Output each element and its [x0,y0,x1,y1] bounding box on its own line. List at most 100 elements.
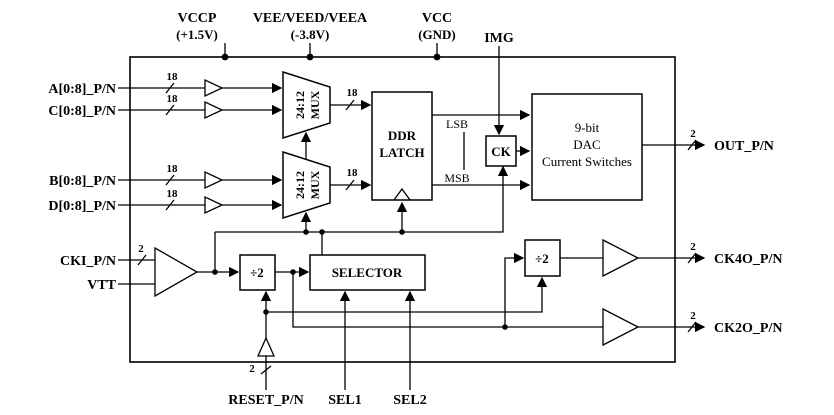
ddr-latch-line1: DDR [388,128,417,143]
input-b: B[0:8]_P/N 18 [49,163,283,190]
ck2o-bus-width: 2 [690,310,696,322]
ck-block: CK [485,135,531,167]
vtt-label: VTT [87,278,116,293]
ddr-latch-shape [371,91,433,201]
ddr-latch-line2: LATCH [379,145,424,160]
cki-label: CKI_P/N [60,254,116,269]
c-label: C[0:8]_P/N [48,104,116,119]
vcc-voltage: (GND) [418,27,456,42]
a-buffer-icon [204,78,224,98]
reset-buffer-icon [256,336,276,357]
cki-bus-width: 2 [138,243,144,255]
ck2o-label: CK2O_P/N [714,321,782,336]
vee-pad-icon [306,53,314,61]
img-pin: IMG [484,31,514,136]
msb-annotation: MSB [444,171,469,185]
d-bus-width: 18 [167,188,179,200]
mux-bottom-bus-width: 18 [347,167,359,179]
chip-boundary [129,56,676,363]
vee-voltage: (-3.8V) [291,27,330,42]
div2-right-label: ÷2 [535,251,549,266]
div2-right-shape [524,239,561,277]
b-bus-slash-icon [165,174,175,186]
output-ck2o: 2 CK2O_P/N [602,307,782,347]
reset-label: RESET_P/N [228,393,303,408]
clock-input: CKI_P/N VTT 2 [60,243,199,298]
selector-block: SELECTOR [309,254,426,291]
dac-line3: Current Switches [542,154,632,169]
b-label: B[0:8]_P/N [49,174,116,189]
dac-shape [531,93,643,201]
mux-top-name: MUX [308,90,322,119]
a-label: A[0:8]_P/N [48,82,116,97]
div2-left-shape [239,254,276,291]
clock-wedge-icon [393,187,411,201]
a-bus-slash-icon [165,82,175,94]
ck2o-feed-wire [292,272,603,328]
vcc-label: VCC [422,11,452,26]
sel2-label: SEL2 [393,393,426,408]
vccp-pad-icon [221,53,229,61]
d-label: D[0:8]_P/N [48,199,116,214]
d-bus-slash-icon [165,199,175,211]
div2-right-feed-wire [504,252,525,327]
b-bus-width: 18 [167,163,179,175]
ck4o-label: CK4O_P/N [714,252,782,267]
power-pin-vee: VEE/VEED/VEEA (-3.8V) [253,11,368,61]
mux-output-buses: 18 18 [330,87,372,191]
reset-input: RESET_P/N 2 [228,276,548,408]
ddr-latch-block: DDR LATCH [371,91,433,201]
selector-label: SELECTOR [332,265,403,280]
latch-output-buses: LSB MSB [432,109,531,191]
power-pin-vcc: VCC (GND) [418,11,456,61]
cki-slash-icon [137,254,147,266]
vccp-label: VCCP [178,11,217,26]
ck2o-buffer-icon [602,307,640,347]
output-out: 2 OUT_P/N [642,128,774,154]
out-bus-width: 2 [690,128,696,140]
sel1-input: SEL1 [328,290,362,408]
clock-trunk-wire [215,165,509,233]
mux-bottom-name: MUX [308,170,322,199]
power-pin-vccp: VCCP (+1.5V) [176,11,229,61]
mux-bottom-slash-icon [345,179,355,191]
mux-top-shape [282,70,331,140]
input-d: D[0:8]_P/N 18 [48,188,283,215]
dac-line2: DAC [573,137,600,152]
reset-bus-width: 2 [249,363,255,375]
dac-block: 9-bit DAC Current Switches [531,93,643,201]
ck4o-slash-icon [687,252,697,264]
input-c: C[0:8]_P/N 18 [48,93,283,120]
mux-top-ratio: 24:12 [293,91,307,119]
vee-label: VEE/VEED/VEEA [253,11,368,26]
vccp-voltage: (+1.5V) [176,27,218,42]
c-buffer-icon [204,100,224,120]
mux-top-bus-width: 18 [347,87,359,99]
div2-left-block: ÷2 [239,254,310,291]
vcc-pad-icon [433,53,441,61]
mux-top-slash-icon [345,99,355,111]
reset-slash-icon [260,365,272,375]
a-bus-width: 18 [167,71,179,83]
div2-left-label: ÷2 [250,265,264,280]
lsb-annotation: LSB [446,117,468,131]
divided-clock-net [292,252,603,330]
sel1-label: SEL1 [328,393,361,408]
sel2-input: SEL2 [393,290,427,408]
ck4o-buffer-icon [602,238,640,278]
ck-label: CK [491,144,511,159]
out-label: OUT_P/N [714,139,774,154]
img-label: IMG [484,31,514,46]
c-bus-slash-icon [165,104,175,116]
clock-distribution [197,131,509,278]
reset-branch-wire [266,276,548,313]
dac-line1: 9-bit [575,120,600,135]
clock-buffer-icon [154,246,199,298]
mux-top-block: 24:12 MUX [282,70,331,140]
c-bus-width: 18 [167,93,179,105]
input-a: A[0:8]_P/N 18 [48,71,283,98]
mux-bottom-block: 24:12 MUX [282,150,331,220]
mux-bottom-shape [282,150,331,220]
selector-shape [309,254,426,291]
